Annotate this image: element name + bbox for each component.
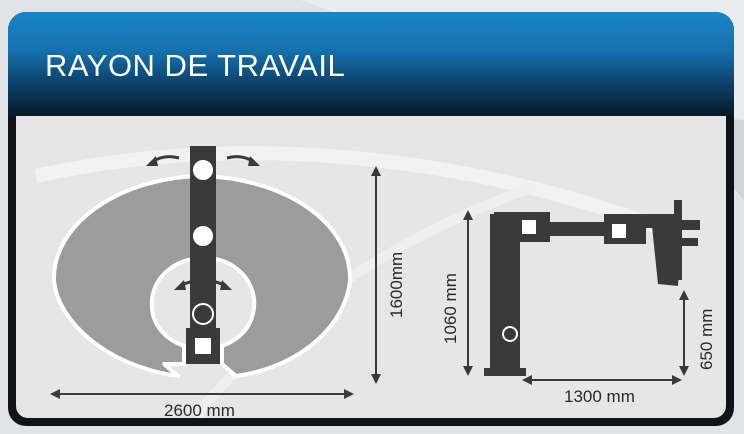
joint (191, 224, 215, 248)
arrowhead (344, 389, 354, 399)
arrowhead (463, 210, 473, 220)
joint (192, 303, 214, 325)
arrowhead (371, 166, 381, 176)
dimension-label-side-reach: 1300 mm (564, 387, 635, 406)
arrowhead (679, 366, 689, 376)
tool-arm (644, 214, 680, 228)
tool-post (674, 200, 682, 280)
arrowhead (174, 280, 186, 290)
diagram-area: 2600 mm 1600mm (16, 116, 726, 418)
panel-title: RAYON DE TRAVAIL (45, 48, 346, 83)
column-foot (484, 368, 526, 376)
arrowhead (522, 375, 532, 385)
dimension-label-side-low: 650 mm (697, 309, 716, 370)
horizontal-arm (536, 222, 626, 236)
arrowhead (672, 375, 682, 385)
dimension-label-side-height: 1060 mm (441, 273, 460, 344)
panel-header: RAYON DE TRAVAIL (8, 12, 734, 116)
side-view: 1060 mm 650 mm 1300 mm (441, 200, 716, 406)
arrowhead (371, 374, 381, 384)
arrowhead (146, 156, 158, 166)
joint-square (522, 220, 536, 234)
joint-square (612, 224, 626, 238)
working-radius-panel: RAYON DE TRAVAIL (8, 12, 734, 426)
arrowhead (50, 389, 60, 399)
arrowhead (248, 156, 260, 166)
arrowhead (679, 290, 689, 300)
column-pivot (502, 326, 518, 342)
arrowhead (463, 366, 473, 376)
bg-arc (34, 146, 659, 233)
working-radius-drawing: 2600 mm 1600mm (34, 146, 716, 418)
top-view: 2600 mm 1600mm (50, 146, 406, 418)
zone-notch (162, 362, 180, 378)
dimension-label-width: 2600 mm (164, 401, 235, 418)
arrowhead (220, 280, 232, 290)
base-square (195, 338, 211, 354)
working-zone (51, 174, 353, 378)
tool-handle (680, 238, 698, 246)
tool-handle (680, 220, 700, 230)
joint (191, 158, 215, 182)
dimension-label-height: 1600mm (387, 252, 406, 318)
